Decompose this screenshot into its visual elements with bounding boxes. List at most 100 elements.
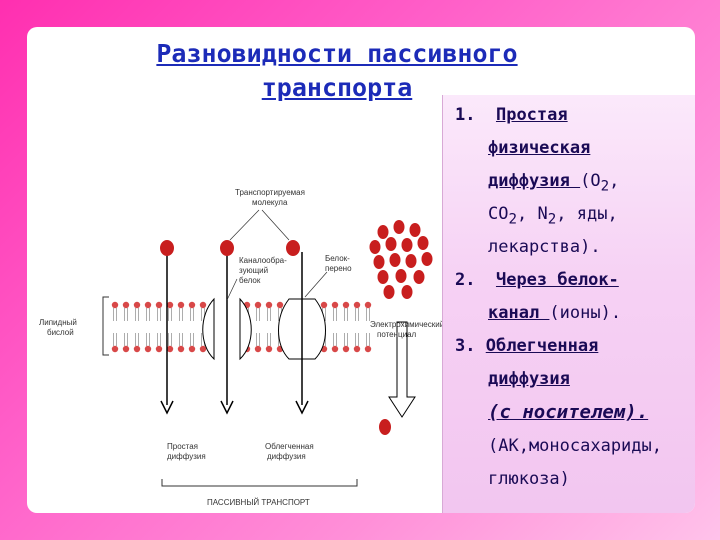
transported-label-2: молекула [252, 198, 288, 207]
electro-label-1: Электрохимический [370, 320, 444, 329]
molecule [377, 270, 389, 284]
lipid-tail [333, 333, 337, 346]
lipid-tail [256, 308, 260, 321]
lipid-tail [267, 308, 271, 321]
passive-bracket [161, 479, 358, 487]
item1-line1: 1. Простая [455, 105, 568, 125]
molecule [401, 285, 413, 299]
lipid-head [353, 345, 361, 353]
lipid-tail [157, 333, 161, 346]
lipid-head [144, 345, 152, 353]
lipid-head [188, 345, 196, 353]
title-line-1: Разновидности пассивного [156, 39, 518, 68]
lipid-tail [344, 308, 348, 321]
lipid-head [188, 301, 196, 309]
lipid-head [122, 345, 130, 353]
item2-line1: 2. Через белок- [455, 270, 619, 290]
lipid-tail [333, 308, 337, 321]
channel-protein [202, 240, 252, 415]
item1-line2: физическая [488, 138, 591, 158]
item3-carrier: (с носителем). [488, 401, 649, 423]
lipid-tail [355, 333, 359, 346]
lipid-tail [179, 308, 183, 321]
lipid-head [254, 345, 262, 353]
lipid-head [254, 301, 262, 309]
lipid-head [177, 345, 185, 353]
molecule [369, 240, 381, 254]
molecule [405, 254, 417, 268]
lipid-tail [146, 333, 150, 346]
item3-line1: 3. Облегченная [455, 336, 599, 356]
lipid-tail [190, 308, 194, 321]
facilitated-diffusion-label-1: Облегченная [265, 442, 314, 451]
molecule [395, 269, 407, 283]
lipid-tail [190, 333, 194, 346]
lipid-head [111, 345, 119, 353]
passive-transport-label: ПАССИВНЫЙ ТРАНСПОРТ [207, 498, 310, 507]
molecule [409, 223, 421, 237]
molecule [379, 419, 391, 435]
item3-detail2: глюкоза) [488, 469, 570, 489]
transported-label-1: Транспортируемая [235, 188, 305, 197]
lipid-tail [344, 333, 348, 346]
carrier-label-1: Белок- [325, 254, 350, 263]
lipid-head [364, 345, 372, 353]
lipid-tail [168, 308, 172, 321]
lipid-head [276, 301, 284, 309]
electrochemical-gradient-arrow [388, 321, 416, 418]
lipid-tail [113, 333, 117, 346]
channel-label-2: зующий [239, 266, 268, 275]
slide-title: Разновидности пассивного транспорта [27, 37, 647, 105]
lipid-tail [124, 333, 128, 346]
lipid-tail [157, 308, 161, 321]
lipid-label-1: Липидный [39, 318, 77, 327]
channel-label-1: Каналообра- [239, 256, 287, 265]
lipid-tail [366, 308, 370, 321]
lipid-head [199, 345, 207, 353]
lipid-head [320, 301, 328, 309]
lipid-tail [168, 333, 172, 346]
lipid-tail [135, 333, 139, 346]
lipid-tail [267, 333, 271, 346]
item1-line4: CO2, N2, яды, [488, 204, 618, 228]
lipid-head [133, 345, 141, 353]
lipid-bracket [102, 296, 109, 356]
title-line-2: транспорта [261, 73, 413, 102]
lipid-head [166, 301, 174, 309]
passive-transport-diagram: Липидный бислой Транспортируемая [39, 188, 444, 507]
molecule [373, 255, 385, 269]
molecule [220, 240, 234, 256]
lipid-head [331, 301, 339, 309]
lipid-head [177, 301, 185, 309]
lipid-tail [146, 308, 150, 321]
lipid-head [342, 301, 350, 309]
lipid-head [353, 301, 361, 309]
molecule [377, 225, 389, 239]
carrier-protein [278, 240, 326, 415]
lipid-head [265, 301, 273, 309]
molecule [401, 238, 413, 252]
lipid-tail [179, 333, 183, 346]
item3-detail1: (АК,моносахариды, [488, 436, 662, 456]
molecule-cluster [369, 220, 433, 299]
channel-label-3: белок [239, 276, 261, 285]
lipid-head [122, 301, 130, 309]
text-panel: 1. Простая физическая диффузия (O2, CO2,… [442, 95, 695, 513]
lipid-bilayer [111, 301, 372, 353]
molecule [286, 240, 300, 256]
molecule [385, 237, 397, 251]
lipid-head [199, 301, 207, 309]
simple-diffusion-arrow [160, 240, 174, 415]
molecule [160, 240, 174, 256]
lipid-head [155, 301, 163, 309]
facilitated-diffusion-label-2: диффузия [267, 452, 306, 461]
lipid-head [155, 345, 163, 353]
molecule [413, 270, 425, 284]
lipid-tail [256, 333, 260, 346]
lipid-head [144, 301, 152, 309]
slide: Разновидности пассивного транспорта Липи… [27, 27, 695, 513]
lipid-tail [366, 333, 370, 346]
lipid-tail [135, 308, 139, 321]
lipid-head [133, 301, 141, 309]
lipid-head [265, 345, 273, 353]
